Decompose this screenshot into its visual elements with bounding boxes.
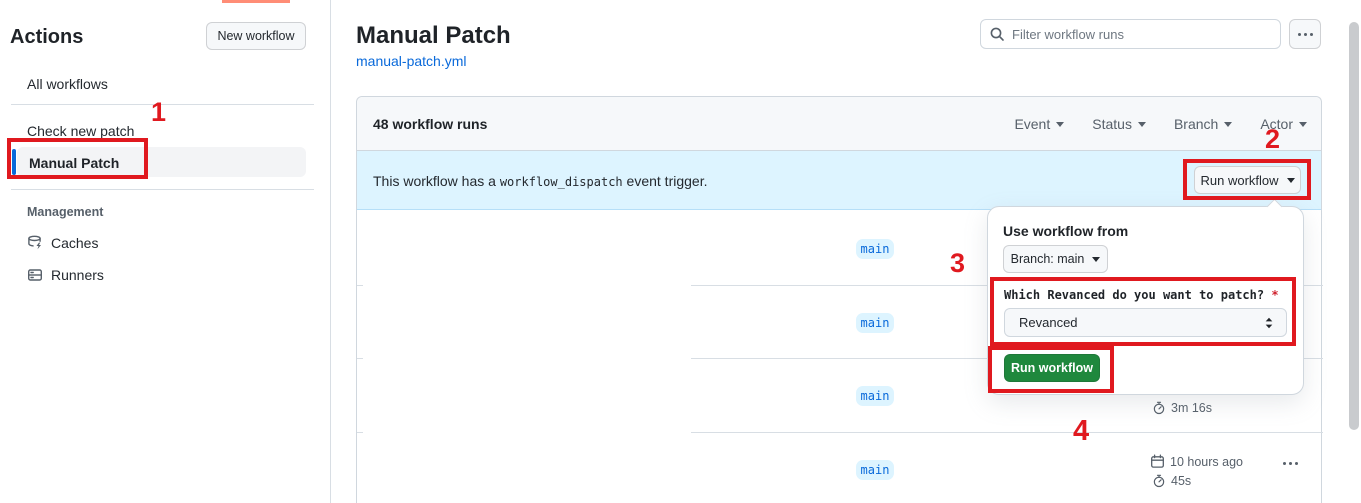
run-duration: 3m 16s (1152, 401, 1212, 415)
kebab-icon (1283, 462, 1298, 465)
filter-branch[interactable]: Branch (1174, 116, 1233, 132)
calendar-icon (1151, 454, 1164, 468)
page-title: Manual Patch (356, 22, 511, 49)
filter-runs-input[interactable] (1012, 26, 1272, 42)
runs-count-label: 48 workflow runs (373, 116, 488, 132)
chevron-down-icon (1299, 121, 1307, 127)
top-red-marker (222, 0, 290, 3)
sidebar-divider (11, 104, 314, 105)
filter-actor[interactable]: Actor (1260, 116, 1307, 132)
run-workflow-dropdown-button[interactable]: Run workflow (1194, 166, 1301, 194)
row-divider (691, 432, 1323, 433)
sidebar-item-caches[interactable]: Caches (27, 235, 98, 251)
new-workflow-button[interactable]: New workflow (206, 22, 306, 50)
dialog-input-label: Which Revanced do you want to patch? * (1004, 288, 1279, 302)
cache-icon (28, 235, 41, 250)
sidebar-title: Actions (10, 26, 84, 48)
annotation-step-1: 1 (151, 97, 167, 127)
sidebar-item-all-workflows[interactable]: All workflows (27, 76, 108, 92)
row-divider (357, 432, 363, 433)
annotation-step-3: 3 (950, 248, 966, 278)
kebab-icon (1297, 32, 1313, 36)
annotation-step-4: 4 (1073, 415, 1090, 447)
sidebar-item-runners-label: Runners (51, 267, 104, 283)
management-heading: Management (27, 205, 104, 219)
branch-select-button[interactable]: Branch: main (1003, 245, 1108, 273)
branch-badge[interactable]: main (856, 460, 894, 480)
run-filters: Event Status Branch Actor (1014, 97, 1307, 151)
runs-table-header: 48 workflow runs Event Status Branch Act… (357, 97, 1321, 151)
dialog-run-workflow-button[interactable]: Run workflow (1004, 354, 1100, 382)
stopwatch-icon (1153, 401, 1165, 415)
revanced-select[interactable]: Revanced (1004, 308, 1287, 337)
run-options-button[interactable] (1283, 462, 1298, 465)
workflow-file-link[interactable]: manual-patch.yml (356, 53, 467, 69)
banner-text: This workflow has a workflow_dispatch ev… (373, 173, 708, 189)
workflow-dispatch-banner: This workflow has a workflow_dispatch ev… (357, 151, 1321, 210)
filter-workflow-runs-field (980, 19, 1281, 49)
sidebar-item-runners[interactable]: Runners (27, 267, 104, 283)
sidebar-border (330, 0, 331, 503)
search-icon (990, 27, 1004, 41)
run-started: 10 hours ago (1150, 454, 1243, 469)
row-divider (357, 358, 363, 359)
branch-badge[interactable]: main (856, 313, 894, 333)
sidebar-divider (11, 189, 314, 190)
required-asterisk: * (1271, 288, 1279, 302)
chevron-down-icon (1286, 177, 1295, 183)
run-workflow-dialog: Use workflow from Branch: main Which Rev… (987, 206, 1304, 395)
chevron-down-icon (1224, 121, 1233, 127)
chevron-down-icon (1137, 121, 1146, 127)
filter-status[interactable]: Status (1092, 116, 1146, 132)
workflow-dispatch-code: workflow_dispatch (499, 175, 623, 189)
run-duration: 45s (1152, 474, 1191, 488)
stopwatch-icon (1153, 474, 1165, 488)
filter-event[interactable]: Event (1014, 116, 1065, 132)
sidebar-item-check-new-patch[interactable]: Check new patch (27, 123, 135, 139)
runners-icon (28, 269, 43, 281)
sidebar-item-manual-patch-label: Manual Patch (29, 155, 120, 171)
chevron-down-icon (1056, 121, 1065, 127)
more-options-button[interactable] (1289, 19, 1321, 49)
updown-arrows-icon (1265, 317, 1273, 328)
vertical-scrollbar[interactable] (1349, 22, 1359, 430)
branch-badge[interactable]: main (856, 386, 894, 406)
sidebar-item-manual-patch[interactable] (17, 147, 306, 177)
use-workflow-from-heading: Use workflow from (1003, 223, 1129, 239)
row-divider (357, 285, 363, 286)
selected-item-indicator (12, 149, 16, 175)
branch-badge[interactable]: main (856, 239, 894, 259)
chevron-down-icon (1092, 256, 1101, 262)
annotation-step-2: 2 (1265, 124, 1281, 154)
sidebar-item-caches-label: Caches (51, 235, 99, 251)
workflow-runs-table: 48 workflow runs Event Status Branch Act… (356, 96, 1323, 503)
